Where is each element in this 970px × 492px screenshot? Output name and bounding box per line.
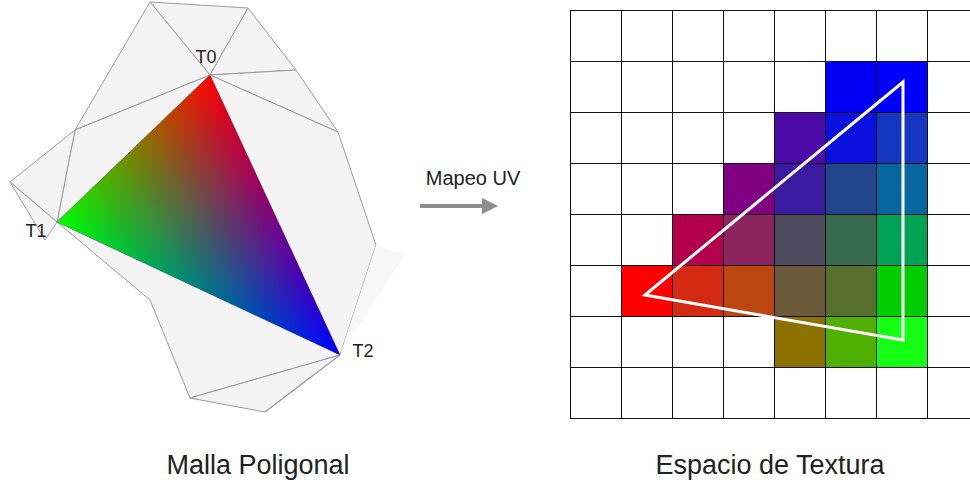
texture-grid [570, 10, 970, 419]
texel [774, 214, 825, 265]
grid-line [570, 112, 970, 113]
vertex-label: T2 [352, 342, 373, 362]
texel [723, 214, 774, 265]
texel [774, 163, 825, 214]
grid-line [570, 265, 970, 266]
grid-line [570, 367, 970, 368]
triangle-layer [57, 75, 340, 355]
texel [774, 112, 825, 163]
grid-line [570, 418, 970, 419]
texel [825, 61, 876, 112]
grid-line [570, 10, 970, 11]
grid-line [570, 61, 970, 62]
vertex-label: T1 [25, 222, 46, 242]
texel [825, 265, 876, 316]
texel [825, 163, 876, 214]
gradient-triangle [57, 75, 340, 355]
texel [621, 265, 672, 316]
grid-line [570, 214, 970, 215]
arrow-label: Mapeo UV [426, 167, 521, 189]
grid-line [570, 163, 970, 164]
texel [723, 163, 774, 214]
triangle-base [57, 75, 340, 355]
triangle-layer [57, 75, 340, 355]
texel [672, 214, 723, 265]
polygon-mesh [10, 2, 405, 412]
mapping-arrow [420, 198, 498, 214]
texel [825, 112, 876, 163]
texel [825, 214, 876, 265]
uv-triangle [645, 82, 903, 340]
panel-caption: Malla Poligonal [166, 451, 349, 481]
texel [723, 265, 774, 316]
texel [825, 316, 876, 367]
vertex-label: T0 [195, 48, 216, 68]
texel [774, 265, 825, 316]
triangle-layer [57, 75, 340, 355]
panel-caption: Espacio de Textura [655, 451, 884, 481]
